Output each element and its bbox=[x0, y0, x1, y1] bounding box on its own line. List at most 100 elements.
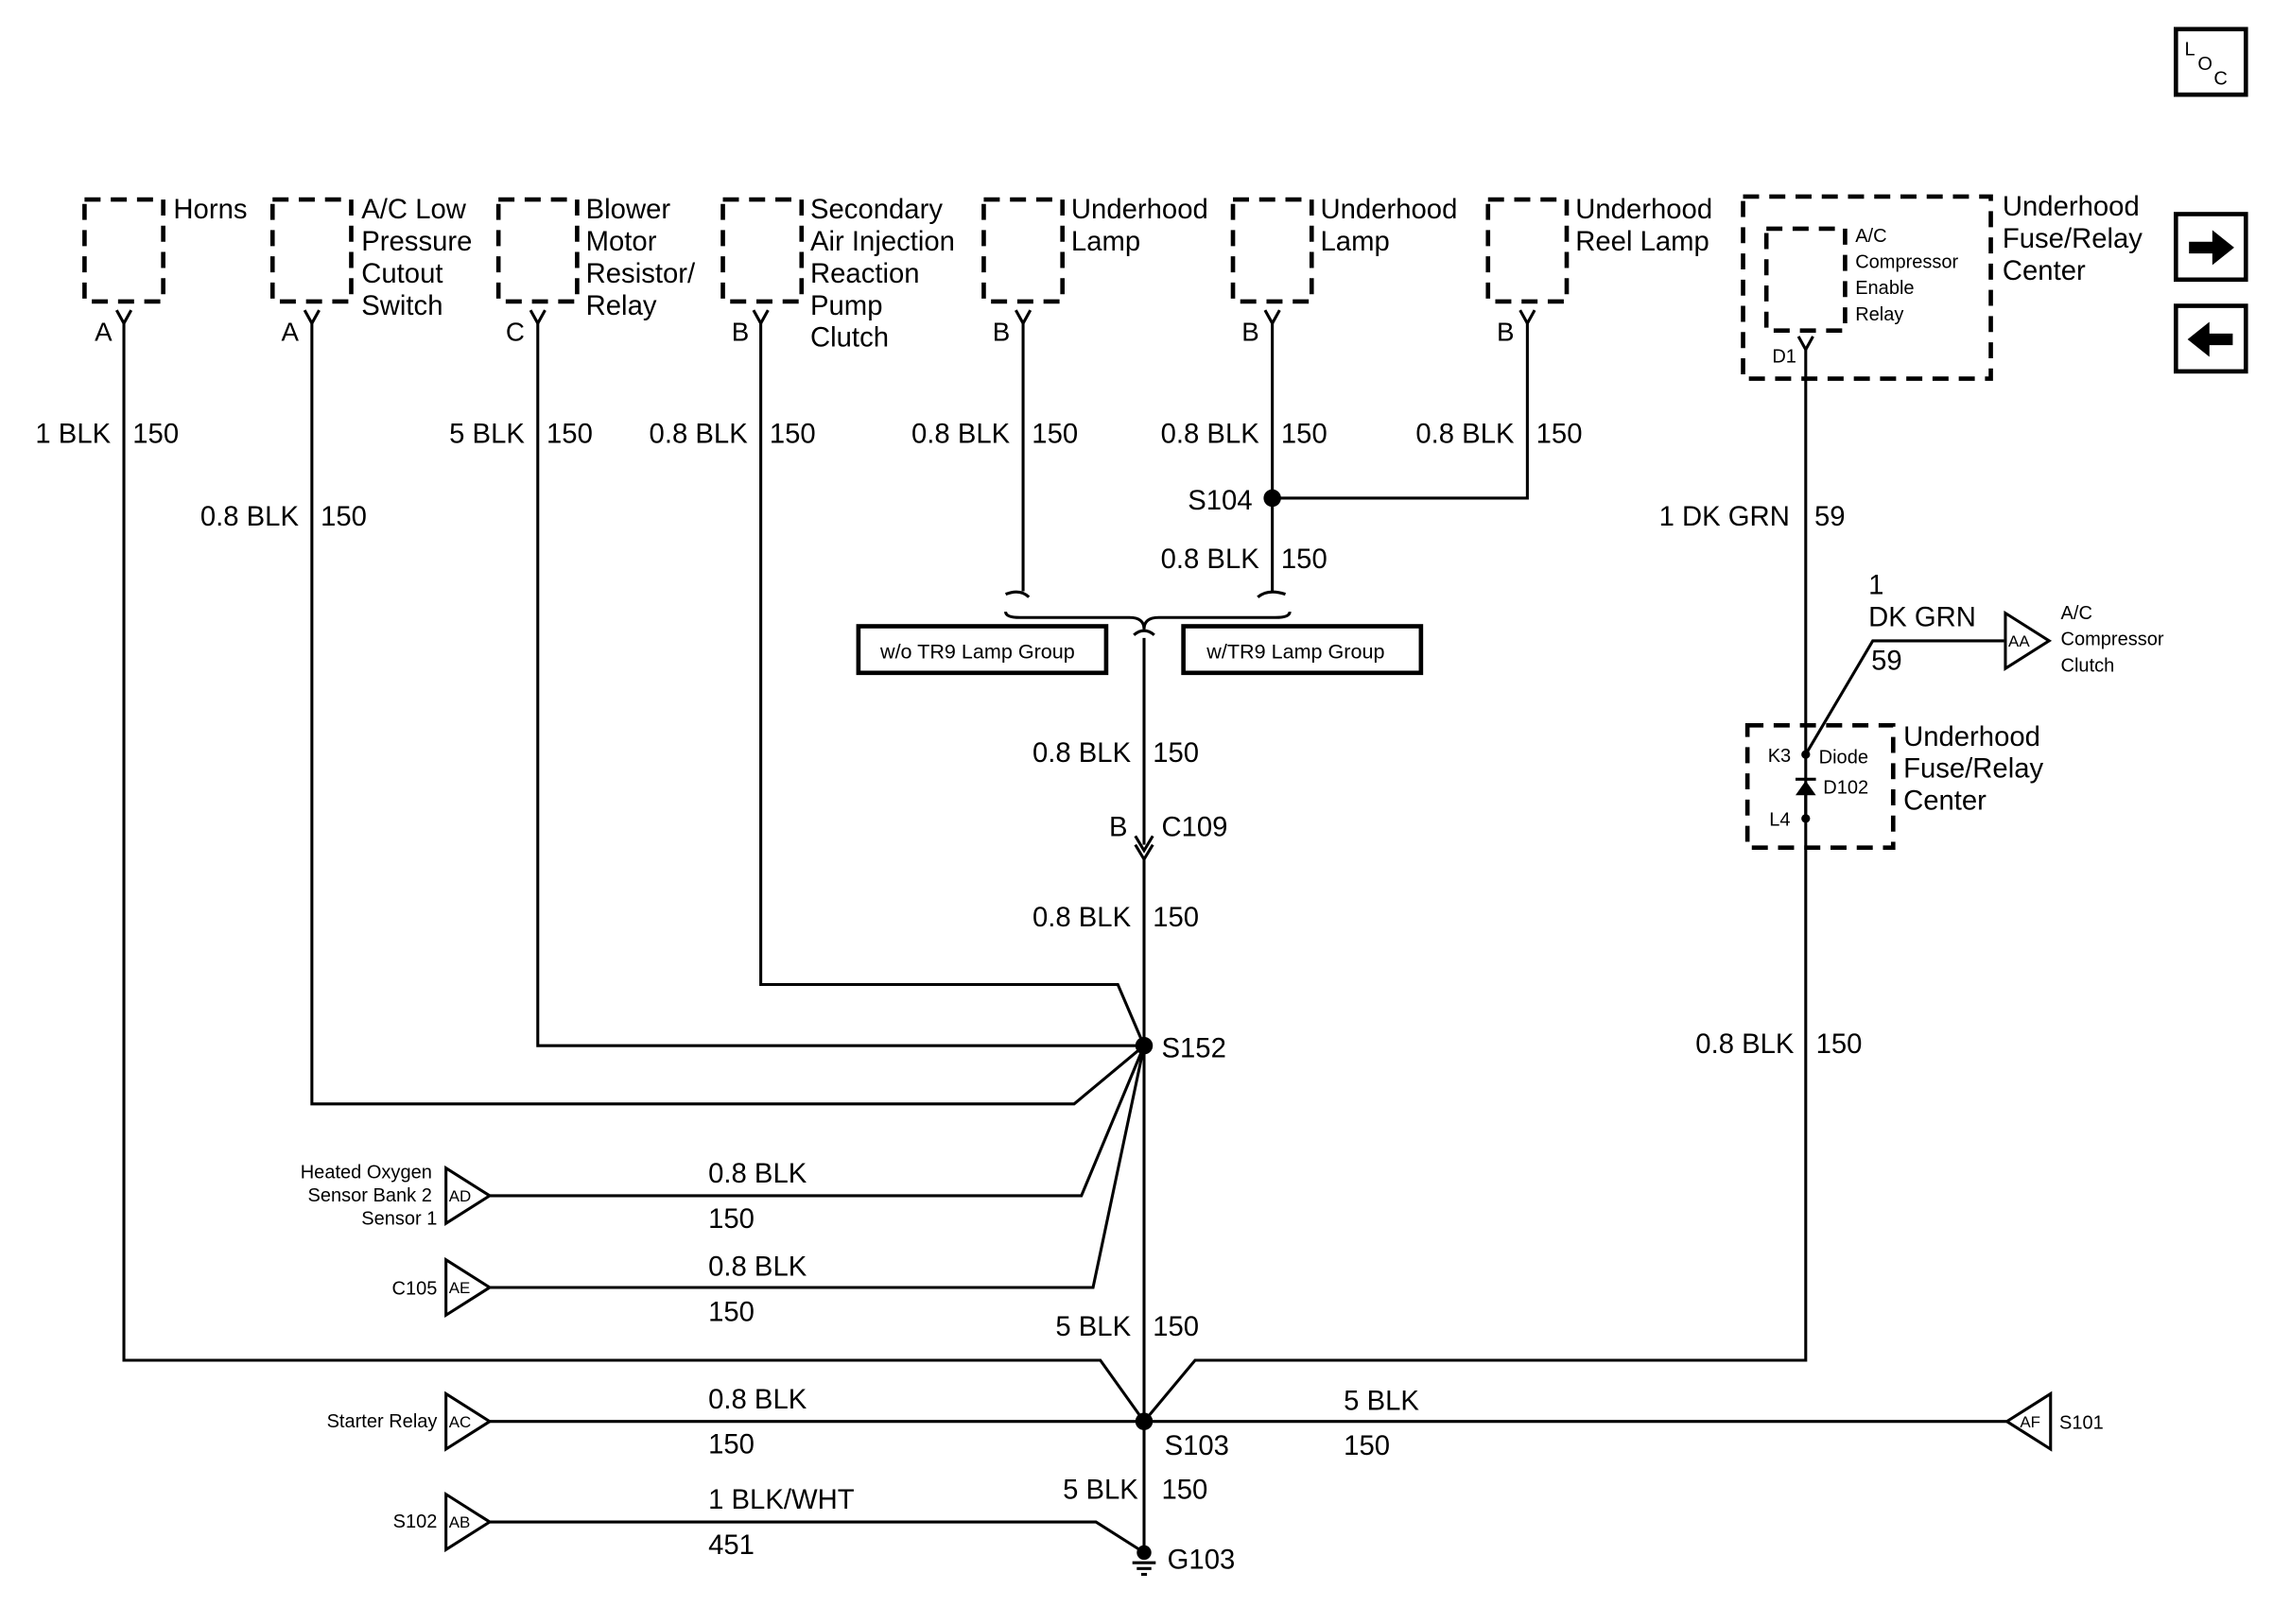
wire-o2-circuit: 150 bbox=[708, 1204, 755, 1235]
wire-l4-out-gauge: 0.8 BLK bbox=[1695, 1029, 1795, 1060]
l4-label: L4 bbox=[1769, 810, 1790, 831]
lamp1-label: Underhood Lamp bbox=[1071, 195, 1216, 257]
back-button[interactable] bbox=[2173, 303, 2248, 374]
lamp2-box bbox=[1230, 197, 1314, 304]
wire-c109-out-gauge: 0.8 BLK bbox=[1032, 903, 1132, 933]
ref-af-triangle bbox=[2004, 1391, 2053, 1452]
connector-c109-pin: B bbox=[1109, 812, 1128, 842]
ref-ac-triangle bbox=[444, 1391, 493, 1452]
ref-af-label: S101 bbox=[2059, 1412, 2104, 1433]
wire-o2-gauge: 0.8 BLK bbox=[708, 1159, 807, 1189]
ref-aa-tag: AA bbox=[2008, 632, 2030, 650]
ground-g103-label: G103 bbox=[1168, 1545, 1236, 1575]
loc-letter-l: L bbox=[2185, 40, 2195, 60]
wire-relay-gauge: 1 DK GRN bbox=[1659, 502, 1790, 532]
wire-s102-circuit: 451 bbox=[708, 1530, 755, 1561]
wire-s152-out-circuit: 150 bbox=[1153, 1312, 1199, 1342]
connector-c109-label: C109 bbox=[1161, 812, 1227, 842]
arrow-right-icon bbox=[2189, 230, 2234, 266]
ref-ad-tag: AD bbox=[449, 1187, 472, 1205]
fuse-center-top-box bbox=[1741, 194, 1993, 381]
ac-switch-label: A/C Low Pressure Cutout Switch bbox=[361, 195, 479, 321]
wire-lamp1-circuit: 150 bbox=[1032, 419, 1078, 449]
ref-ae-triangle bbox=[444, 1256, 493, 1319]
splice-s103-label: S103 bbox=[1165, 1431, 1229, 1461]
air-pump-label: Secondary Air Injection Reaction Pump Cl… bbox=[810, 195, 963, 354]
wire-horns-circuit: 150 bbox=[132, 419, 179, 449]
wire-s101-circuit: 150 bbox=[1344, 1431, 1390, 1461]
horns-box bbox=[82, 197, 165, 304]
ref-ae-tag: AE bbox=[449, 1279, 471, 1297]
ac-relay-box bbox=[1763, 226, 1848, 334]
ac-switch-box bbox=[269, 197, 354, 304]
wire-lamp1-gauge: 0.8 BLK bbox=[911, 419, 1011, 449]
relay-pin: D1 bbox=[1772, 347, 1796, 368]
ref-aa-triangle bbox=[2004, 610, 2053, 671]
blower-label: Blower Motor Resistor/ Relay bbox=[586, 195, 703, 321]
horns-label: Horns bbox=[173, 195, 247, 225]
wire-starter-gauge: 0.8 BLK bbox=[708, 1385, 807, 1415]
option-with-tr9-label: w/TR9 Lamp Group bbox=[1206, 639, 1384, 663]
horns-pin: A bbox=[95, 318, 113, 347]
ref-ae-label: C105 bbox=[392, 1279, 438, 1300]
wire-c109-out-circuit: 150 bbox=[1153, 903, 1199, 933]
ac-switch-pin: A bbox=[281, 318, 299, 347]
wire-clutch-gauge-b: DK GRN bbox=[1868, 603, 1976, 633]
k3-label: K3 bbox=[1768, 746, 1791, 767]
wire-starter-circuit: 150 bbox=[708, 1430, 755, 1460]
ref-ab-tag: AB bbox=[449, 1513, 471, 1531]
wire-lamp2-gauge: 0.8 BLK bbox=[1161, 419, 1260, 449]
ac-relay-label: A/C Compressor Enable Relay bbox=[1855, 226, 1964, 325]
ref-aa-label: A/C Compressor Clutch bbox=[2061, 603, 2170, 676]
ref-ad-label: Heated Oxygen Sensor Bank 2 Sensor 1 bbox=[301, 1162, 438, 1229]
wire-s104-out-circuit: 150 bbox=[1281, 544, 1327, 575]
wire-ac-switch-circuit: 150 bbox=[321, 502, 367, 532]
splice-s104-label: S104 bbox=[1188, 486, 1252, 516]
wire-c105-circuit: 150 bbox=[708, 1297, 755, 1327]
air-pump-box bbox=[720, 197, 805, 304]
forward-button[interactable] bbox=[2173, 212, 2248, 283]
wire-relay-circuit: 59 bbox=[1814, 502, 1846, 532]
splice-s104-dot bbox=[1263, 489, 1281, 508]
diode-d102 bbox=[1796, 750, 1816, 823]
blower-box bbox=[495, 197, 580, 304]
lamp1-pin: B bbox=[993, 318, 1011, 347]
reel-lamp-pin: B bbox=[1497, 318, 1515, 347]
diode-id-label: D102 bbox=[1823, 778, 1868, 799]
reel-lamp-box bbox=[1485, 197, 1570, 304]
ground-icon bbox=[1132, 1545, 1156, 1577]
option-without-tr9-box bbox=[856, 624, 1109, 676]
splice-s152-label: S152 bbox=[1161, 1034, 1225, 1064]
option-without-tr9-label: w/o TR9 Lamp Group bbox=[879, 639, 1075, 663]
reel-lamp-label: Underhood Reel Lamp bbox=[1575, 195, 1720, 257]
air-pump-pin: B bbox=[732, 318, 750, 347]
wire-lamp2-circuit: 150 bbox=[1281, 419, 1327, 449]
wire-reel-circuit: 150 bbox=[1536, 419, 1583, 449]
ref-af-tag: AF bbox=[2020, 1413, 2040, 1431]
wire-l4-out-circuit: 150 bbox=[1816, 1029, 1863, 1060]
wire-s102-gauge: 1 BLK/WHT bbox=[708, 1485, 855, 1515]
wire-ground-gauge: 5 BLK bbox=[1063, 1475, 1138, 1505]
wire-c105-gauge: 0.8 BLK bbox=[708, 1253, 807, 1283]
wire-reel-gauge: 0.8 BLK bbox=[1415, 419, 1515, 449]
wire-clutch-gauge-a: 1 bbox=[1868, 571, 1883, 601]
ref-ab-label: S102 bbox=[393, 1512, 438, 1532]
fuse-center-lower-label: Underhood Fuse/Relay Center bbox=[1903, 722, 2051, 817]
arrow-left-icon bbox=[2187, 321, 2233, 357]
wire-ac-switch-gauge: 0.8 BLK bbox=[200, 502, 300, 532]
splice-s103-dot bbox=[1135, 1412, 1154, 1430]
wire-s152-out-gauge: 5 BLK bbox=[1055, 1312, 1131, 1342]
option-with-tr9-box bbox=[1181, 624, 1424, 676]
diode-label: Diode bbox=[1819, 747, 1868, 768]
wire-c109-in-gauge: 0.8 BLK bbox=[1032, 738, 1132, 769]
ref-ac-tag: AC bbox=[449, 1413, 472, 1431]
loc-letter-c: C bbox=[2213, 68, 2227, 89]
wire-s104-out-gauge: 0.8 BLK bbox=[1161, 544, 1260, 575]
loc-button[interactable]: L O C bbox=[2173, 26, 2248, 97]
wire-s101-gauge: 5 BLK bbox=[1344, 1386, 1419, 1416]
loc-letter-o: O bbox=[2197, 54, 2212, 75]
fuse-center-top-label: Underhood Fuse/Relay Center bbox=[2003, 192, 2150, 286]
ref-ad-triangle bbox=[444, 1165, 493, 1226]
lamp1-box bbox=[981, 197, 1065, 304]
wire-air-pump-gauge: 0.8 BLK bbox=[650, 419, 749, 449]
